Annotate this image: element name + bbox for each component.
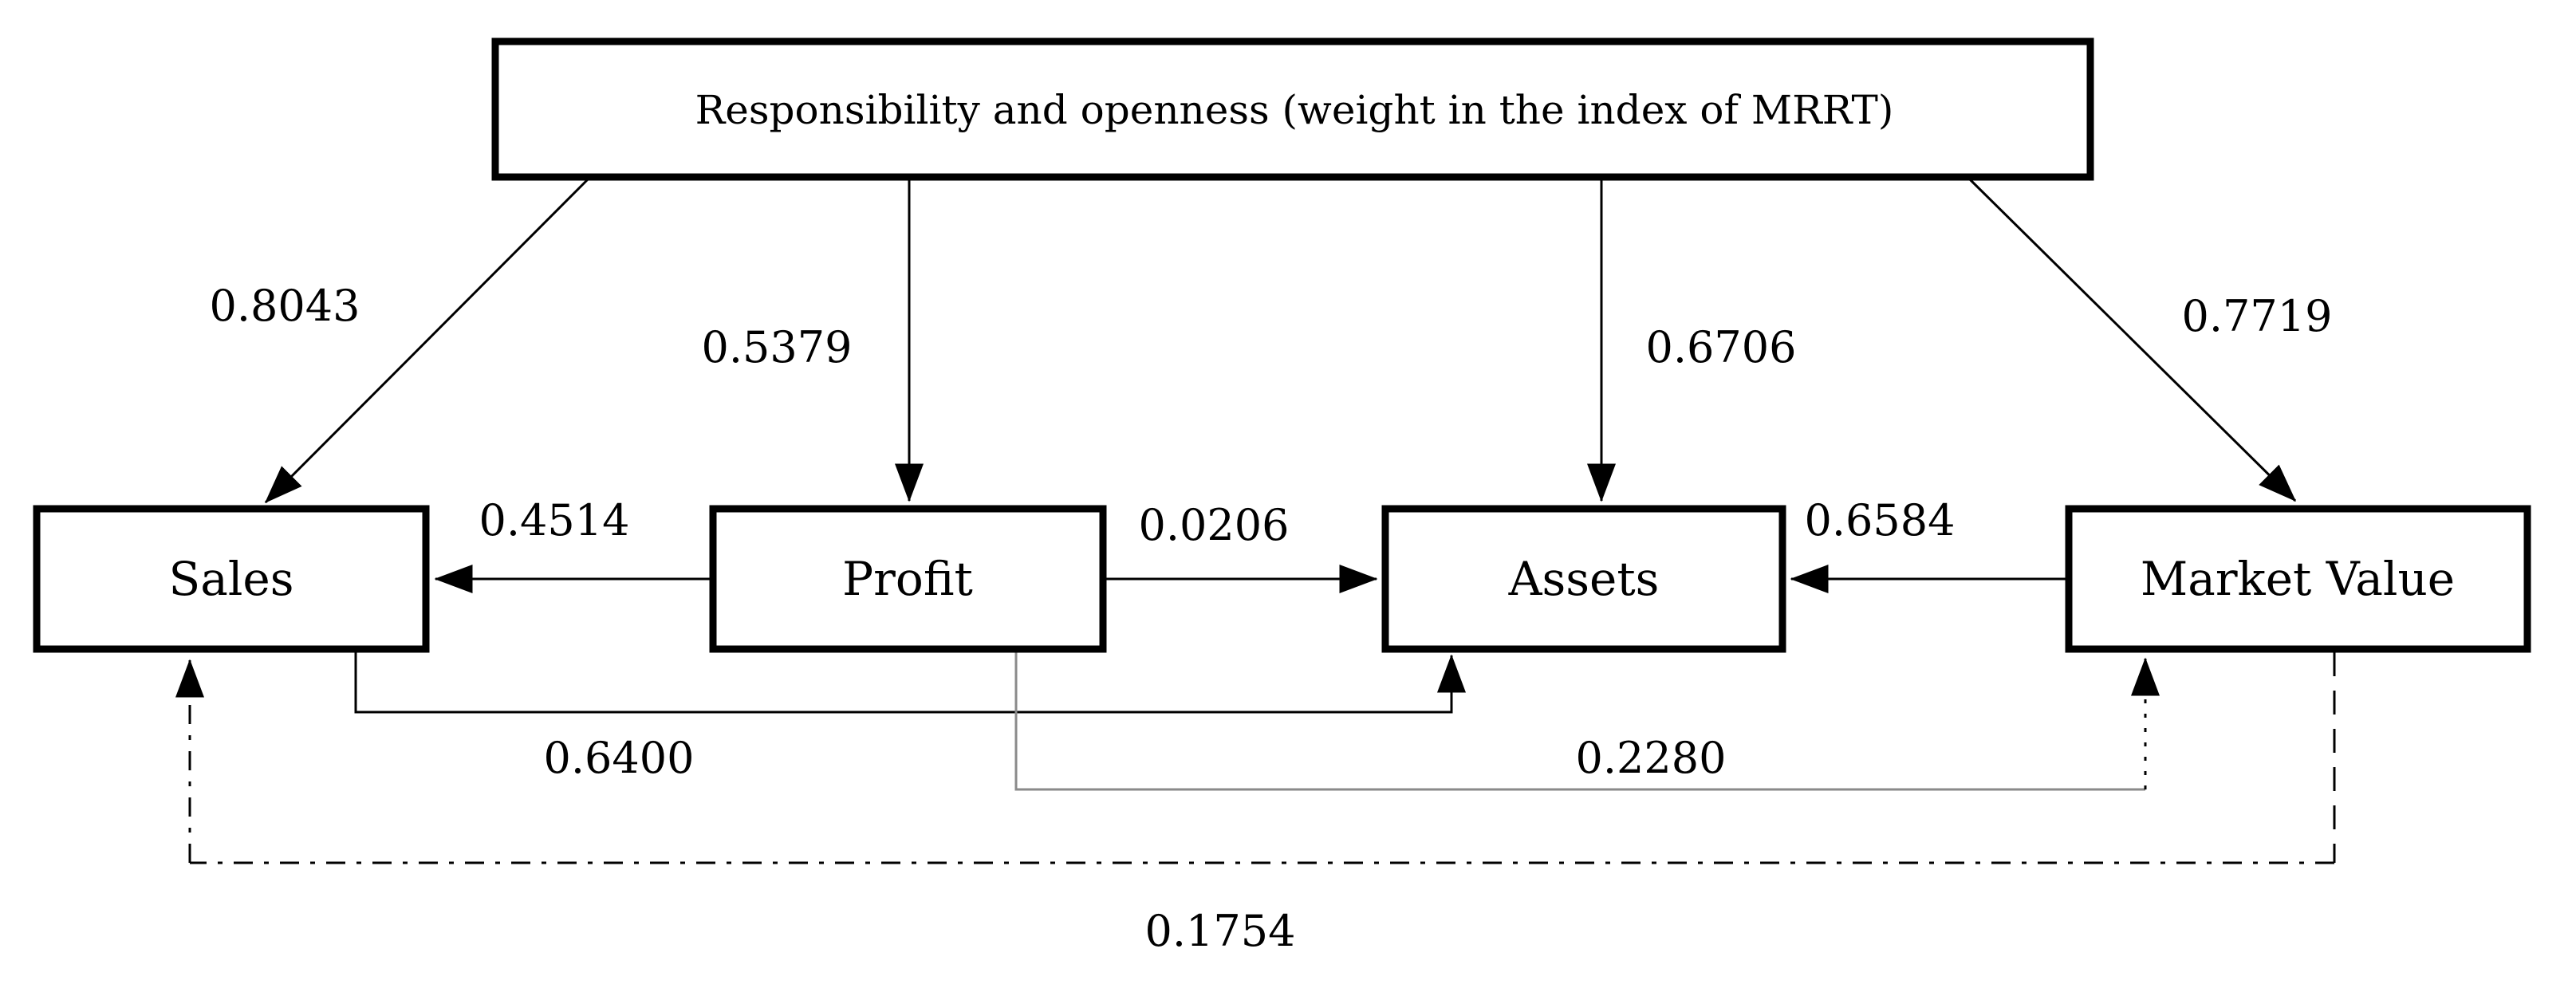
weight-mrrt-assets: 0.6706 <box>1646 322 1797 372</box>
node-market-value <box>2065 505 2531 653</box>
node-profit <box>709 505 1107 653</box>
weight-mrrt-profit: 0.5379 <box>702 322 853 372</box>
edge-sales-to-assets <box>354 651 1466 714</box>
node-assets-label: Assets <box>1508 552 1660 606</box>
weight-mrrt-market-value: 0.7719 <box>2182 291 2333 341</box>
node-assets <box>1381 505 1786 653</box>
weight-profit-market-value: 0.2280 <box>1576 733 1727 783</box>
weight-mrrt-sales: 0.8043 <box>210 281 360 331</box>
weight-profit-sales: 0.4514 <box>479 495 630 545</box>
weight-market-value-assets: 0.6584 <box>1805 495 1956 545</box>
node-sales <box>33 505 430 653</box>
edge-mrrt-to-market-value <box>1968 178 2297 502</box>
weight-profit-assets: 0.0206 <box>1139 500 1290 550</box>
edge-mrrt-to-sales <box>264 178 589 504</box>
title-box-label: Responsibility and openness (weight in t… <box>695 87 1894 133</box>
weight-sales-assets: 0.6400 <box>544 733 695 783</box>
edge-profit-to-market-value-run <box>1014 651 2145 791</box>
weight-market-value-sales: 0.1754 <box>1145 906 1296 956</box>
node-sales-label: Sales <box>169 552 294 606</box>
node-profit-label: Profit <box>842 552 973 606</box>
title-box <box>491 37 2094 181</box>
node-market-value-label: Market Value <box>2141 552 2455 606</box>
